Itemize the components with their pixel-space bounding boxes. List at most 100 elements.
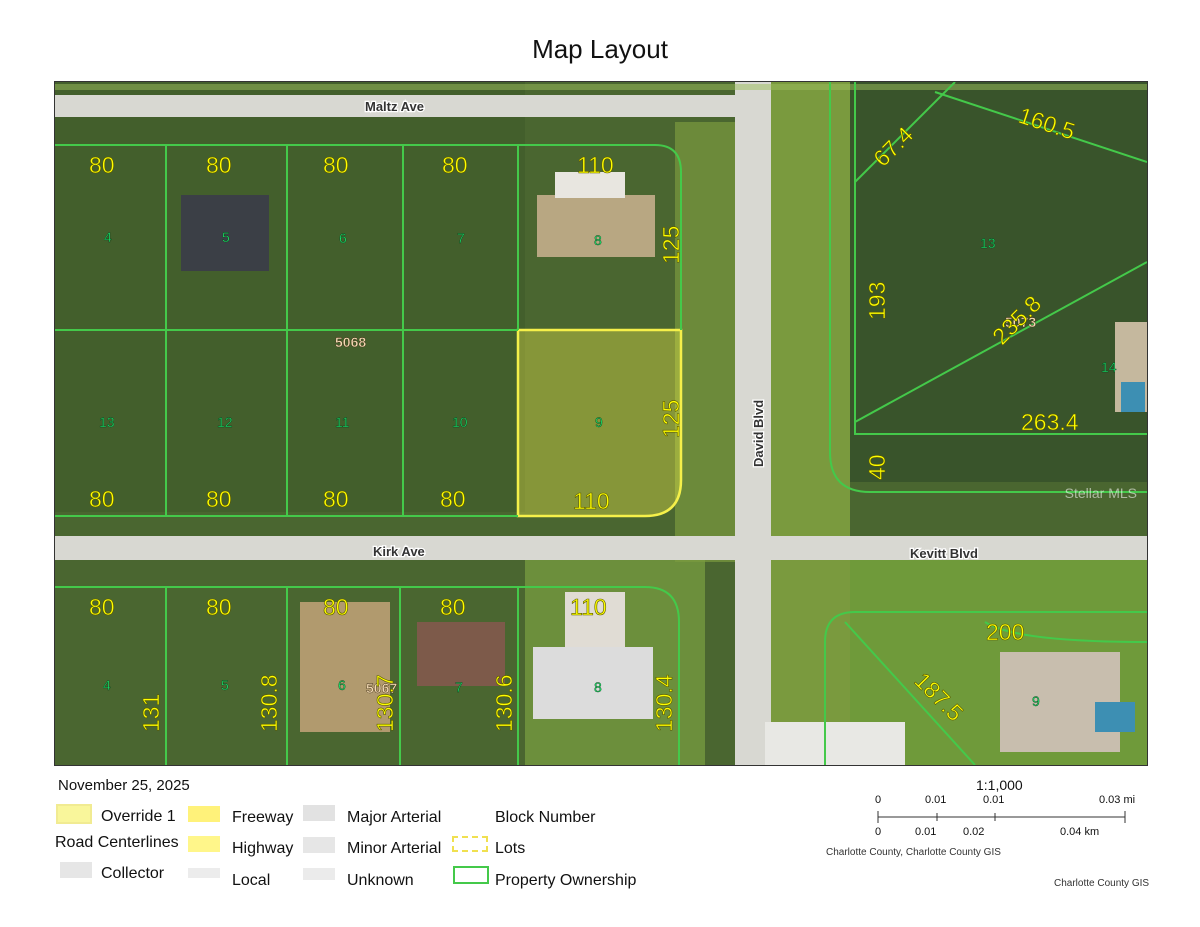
legend-swatch-override [56,804,92,824]
map-canvas[interactable]: Maltz Ave Kirk Ave Kevitt Blvd David Blv… [55,82,1147,765]
road-label-kevitt: Kevitt Blvd [910,546,978,561]
legend-swatch-freeway [188,806,220,822]
scale-km-tick: 0.02 [963,826,985,838]
lot-number-label: 9 [595,414,603,430]
lot-number-label: 13 [99,414,115,430]
house-roof [533,647,653,719]
gis-credit: Charlotte County GIS [1054,878,1150,889]
dimension-label: 110 [570,594,607,620]
lot-number-label: 8 [594,679,602,695]
lot-number-label: 4 [104,229,112,245]
lot-number-label: 13 [980,235,996,251]
scale-mi-tick: 0.03 mi [1099,794,1136,806]
scale-km-tick: 0 [875,826,882,838]
scale-mi-tick: 0 [875,794,882,806]
block-number-label: 5067 [366,680,397,696]
dimension-label: 80 [89,152,115,178]
date-label: November 25, 2025 [58,777,190,794]
scale-km-tick: 0.01 [915,826,937,838]
driveway [555,172,625,198]
house-roof [300,602,390,732]
legend-override: Override 1 [101,808,176,825]
aerial-lawn [675,122,735,562]
pool [1121,382,1145,412]
dimension-label: 130.8 [256,674,282,732]
lot-number-label: 8 [594,232,602,248]
block-number-label: 5073 [1005,314,1036,330]
lot-number-label: 9 [1032,693,1040,709]
legend-local: Local [232,872,271,889]
road-label-maltz: Maltz Ave [365,99,424,114]
legend-swatch-highway [188,836,220,852]
lot-number-label: 14 [1101,359,1117,375]
scale-mi-tick: 0.01 [925,794,947,806]
dimension-label: 193 [864,282,890,320]
dimension-label: 80 [206,152,232,178]
legend-property-ownership: Property Ownership [495,872,637,889]
road-david [735,82,771,765]
dimension-label: 80 [206,486,232,512]
house-roof [417,622,505,686]
watermark: Stellar MLS [1065,485,1137,501]
aerial-forest-patch [55,82,525,512]
lot-number-label: 7 [457,230,465,246]
legend-major-arterial: Major Arterial [347,809,442,826]
dimension-label: 200 [986,619,1024,645]
legend-collector: Collector [101,865,165,882]
dimension-label: 130.7 [372,674,398,732]
legend-swatch-lots [452,836,488,852]
dimension-label: 80 [440,594,466,620]
legend-block-number: Block Number [495,809,596,826]
pool [1095,702,1135,732]
highlighted-parcel[interactable] [516,328,683,518]
dimension-label: 40 [864,454,890,480]
road-maltz [55,95,735,117]
lot-number-label: 12 [217,414,233,430]
legend-lots: Lots [495,840,526,857]
map-view[interactable]: Maltz Ave Kirk Ave Kevitt Blvd David Blv… [54,81,1148,766]
lot-number-label: 5 [222,229,230,245]
aerial-lawn [770,82,850,765]
road-label-david: David Blvd [751,400,766,467]
legend-unknown: Unknown [347,872,414,889]
road-curve [765,722,905,765]
road-label-kirk: Kirk Ave [373,544,425,559]
lot-number-label: 4 [103,677,111,693]
lot-number-label: 6 [338,677,346,693]
scale-bar [877,811,1126,823]
page-title: Map Layout [532,34,668,64]
lot-number-label: 11 [335,414,350,430]
legend-minor-arterial: Minor Arterial [347,840,442,857]
road-kirk-kevitt [55,536,1147,560]
parcel-lines [55,82,1147,765]
dimension-label: 125 [658,226,684,264]
legend-swatch-major-arterial [303,805,335,821]
legend-swatch-local [188,868,220,878]
scale-source-credit: Charlotte County, Charlotte County GIS [826,847,1001,858]
dimension-label: 125 [658,400,684,438]
dimension-label: 80 [323,152,349,178]
dimension-label: 80 [323,594,349,620]
lot-number-label: 5 [221,677,229,693]
lot-number-label: 10 [452,414,468,430]
dimension-label: 80 [89,486,115,512]
dimension-label: 80 [323,486,349,512]
dimension-label: 131 [138,694,164,732]
scale-mi-tick: 0.01 [983,794,1005,806]
dimension-label: 130.4 [651,674,677,732]
lot-number-label: 7 [455,679,463,695]
legend-swatch-unknown [303,868,335,880]
dimension-label: 80 [89,594,115,620]
legend-swatch-property-ownership [453,866,489,884]
dimension-label: 80 [206,594,232,620]
dimension-label: 130.6 [491,674,517,732]
dimension-label: 263.4 [1021,409,1079,435]
dimension-label: 110 [577,152,614,178]
legend-highway: Highway [232,840,294,857]
scale-km-tick: 0.04 km [1060,826,1100,838]
driveway [565,592,625,647]
legend-freeway: Freeway [232,809,294,826]
dimension-label: 80 [440,486,466,512]
legend-swatch-collector [60,862,92,878]
scale-ratio: 1:1,000 [976,777,1023,793]
